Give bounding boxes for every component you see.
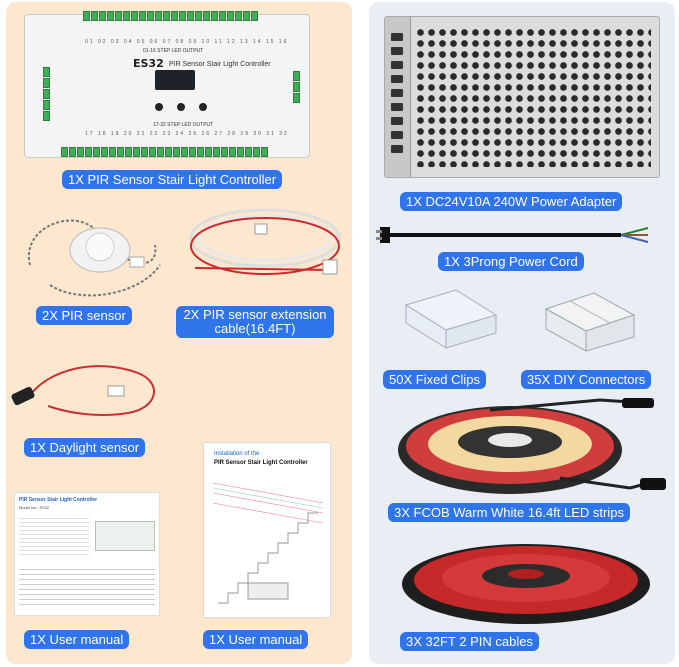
diy-connectors-image xyxy=(544,292,636,352)
user-manual-2-image: Installation of the PIR Sensor Stair Lig… xyxy=(203,442,331,618)
power-adapter-label: 1X DC24V10A 240W Power Adapter xyxy=(400,192,623,211)
controller-label: 1X PIR Sensor Stair Light Controller xyxy=(62,170,283,189)
terminal-pin xyxy=(107,11,114,21)
terminal-pin xyxy=(179,11,186,21)
left-terminals xyxy=(43,67,50,121)
terminal-pin xyxy=(197,147,204,157)
controller-display xyxy=(155,70,195,90)
led-strips-label: 3X FCOB Warm White 16.4ft LED strips xyxy=(388,503,630,522)
terminal-pin xyxy=(293,71,300,81)
terminal-pin xyxy=(251,11,258,21)
terminal-pin xyxy=(149,147,156,157)
manual1-subheading: Model No.: ES32 xyxy=(19,505,50,510)
terminal-pin xyxy=(187,11,194,21)
pir-label: 2X PIR sensor xyxy=(36,306,132,325)
terminal-pin xyxy=(109,147,116,157)
user-manual-1-label: 1X User manual xyxy=(24,630,130,649)
terminal-pin xyxy=(61,147,68,157)
left-button-icon xyxy=(177,103,185,111)
terminal-pin xyxy=(43,78,50,88)
terminal-pin xyxy=(133,147,140,157)
pir-sensor-image xyxy=(27,219,161,297)
manual2-subheading: PIR Sensor Stair Light Controller xyxy=(214,460,308,466)
terminal-pin xyxy=(165,147,172,157)
terminal-pin xyxy=(261,147,268,157)
terminal-pin xyxy=(91,11,98,21)
terminal-pin xyxy=(69,147,76,157)
mode-button-icon xyxy=(155,103,163,111)
bottom-channel-numbers: 17 18 19 20 21 22 23 24 25 26 27 28 29 3… xyxy=(85,131,289,137)
terminal-pin xyxy=(171,11,178,21)
top-channel-numbers: 01 02 03 04 05 06 07 08 09 10 11 12 13 1… xyxy=(85,39,289,45)
terminal-pin xyxy=(173,147,180,157)
terminal-pin xyxy=(253,147,260,157)
user-manual-1-image: PIR Sensor Stair Light Controller Model … xyxy=(14,492,160,616)
terminal-pin xyxy=(43,111,50,121)
bottom-output-label: 17-32 STEP LED OUTPUT xyxy=(153,122,214,128)
top-terminals xyxy=(83,11,258,21)
terminal-pin xyxy=(117,147,124,157)
daylight-sensor-image xyxy=(11,365,155,417)
terminal-pin xyxy=(43,67,50,77)
terminal-pin xyxy=(83,11,90,21)
terminal-pin xyxy=(205,147,212,157)
terminal-pin xyxy=(245,147,252,157)
terminal-pin xyxy=(203,11,210,21)
terminal-pin xyxy=(101,147,108,157)
diy-connectors-label: 35X DIY Connectors xyxy=(521,370,652,389)
terminal-pin xyxy=(141,147,148,157)
terminal-pin xyxy=(221,147,228,157)
terminal-pin xyxy=(139,11,146,21)
terminal-pin xyxy=(181,147,188,157)
terminal-pin xyxy=(85,147,92,157)
terminal-pin xyxy=(115,11,122,21)
terminal-pin xyxy=(293,82,300,92)
right-button-icon xyxy=(199,103,207,111)
pin-cables-label: 3X 32FT 2 PIN cables xyxy=(400,632,539,651)
terminal-pin xyxy=(229,147,236,157)
controller-model: ES32 xyxy=(133,57,164,70)
terminal-pin xyxy=(293,93,300,103)
terminal-pin xyxy=(189,147,196,157)
terminal-pin xyxy=(163,11,170,21)
led-strips-image xyxy=(398,398,666,494)
right-terminals xyxy=(293,71,300,103)
fixed-clips-image xyxy=(404,289,498,349)
top-output-label: 01-16 STEP LED OUTPUT xyxy=(143,48,204,54)
terminal-pin xyxy=(211,11,218,21)
manual2-heading: Installation of the xyxy=(214,451,260,457)
user-manual-2-label: 1X User manual xyxy=(203,630,309,649)
terminal-pin xyxy=(213,147,220,157)
bottom-terminals xyxy=(61,147,268,157)
terminal-pin xyxy=(157,147,164,157)
terminal-pin xyxy=(147,11,154,21)
terminal-pin xyxy=(235,11,242,21)
terminal-pin xyxy=(125,147,132,157)
terminal-pin xyxy=(227,11,234,21)
controller-title: PIR Sensor Stair Light Controller xyxy=(169,61,271,68)
terminal-pin xyxy=(243,11,250,21)
terminal-pin xyxy=(195,11,202,21)
terminal-pin xyxy=(131,11,138,21)
terminal-pin xyxy=(43,89,50,99)
daylight-sensor-label: 1X Daylight sensor xyxy=(24,438,146,457)
manual1-heading: PIR Sensor Stair Light Controller xyxy=(19,497,98,503)
terminal-pin xyxy=(155,11,162,21)
terminal-pin xyxy=(77,147,84,157)
terminal-pin xyxy=(99,11,106,21)
fixed-clips-label: 50X Fixed Clips xyxy=(383,370,487,389)
terminal-pin xyxy=(93,147,100,157)
terminal-pin xyxy=(43,100,50,110)
terminal-pin xyxy=(123,11,130,21)
pin-cables-image xyxy=(402,544,650,624)
terminal-pin xyxy=(237,147,244,157)
extension-cable-label: 2X PIR sensor extension cable(16.4FT) xyxy=(176,306,334,338)
extension-cable-image xyxy=(189,208,341,275)
power-cord-image xyxy=(376,227,649,243)
controller-image: 01 02 03 04 05 06 07 08 09 10 11 12 13 1… xyxy=(24,11,310,158)
power-cord-label: 1X 3Prong Power Cord xyxy=(438,252,584,271)
terminal-pin xyxy=(219,11,226,21)
power-adapter-image xyxy=(384,16,660,178)
